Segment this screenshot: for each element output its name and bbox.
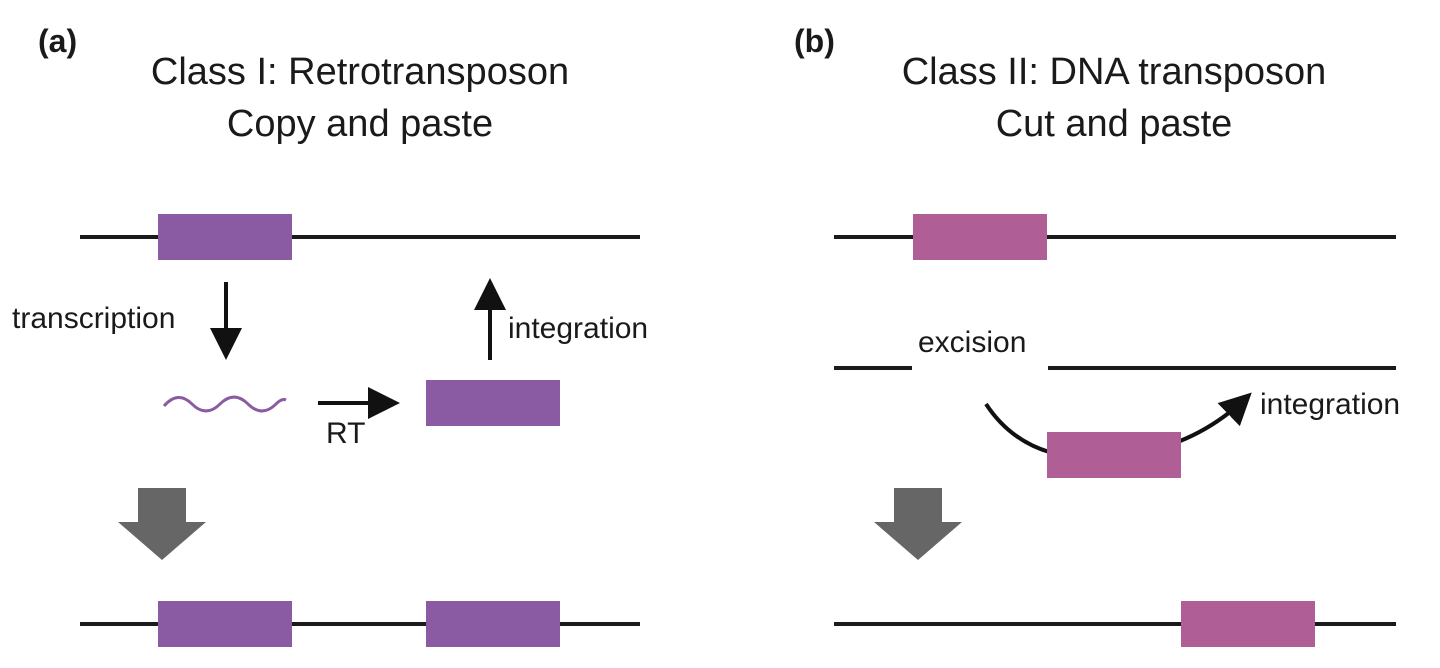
rt-label: RT: [326, 417, 365, 450]
panel-a-integration-label: integration: [508, 312, 648, 345]
panel-a: (a) Class I: Retrotransposon Copy and pa…: [12, 23, 648, 647]
panel-b-integration-label: integration: [1260, 388, 1400, 421]
panel-a-label: (a): [38, 23, 77, 59]
panel-a-title-line2: Copy and paste: [227, 103, 493, 145]
panel-a-result-arrow: [118, 488, 206, 560]
excision-label: excision: [918, 326, 1026, 359]
panel-b-top-dna-transposon: [913, 214, 1047, 260]
panel-b-excised-transposon: [1047, 432, 1181, 478]
panel-b-title-line1: Class II: DNA transposon: [902, 51, 1327, 93]
transcription-label: transcription: [12, 302, 175, 335]
panel-b-label: (b): [794, 23, 835, 59]
cdna-copy: [426, 380, 560, 426]
panel-a-top-retrotransposon: [158, 214, 292, 260]
panel-b-result-arrow: [874, 488, 962, 560]
panel-a-bottom-retrotransposon-copy: [426, 601, 560, 647]
panel-a-title-line1: Class I: Retrotransposon: [151, 51, 569, 93]
panel-a-bottom-retrotransposon-original: [158, 601, 292, 647]
rna-wave: [162, 395, 287, 413]
panel-b: (b) Class II: DNA transposon Cut and pas…: [794, 23, 1400, 647]
panel-b-bottom-dna-transposon: [1181, 601, 1315, 647]
panel-b-title-line2: Cut and paste: [996, 103, 1233, 145]
